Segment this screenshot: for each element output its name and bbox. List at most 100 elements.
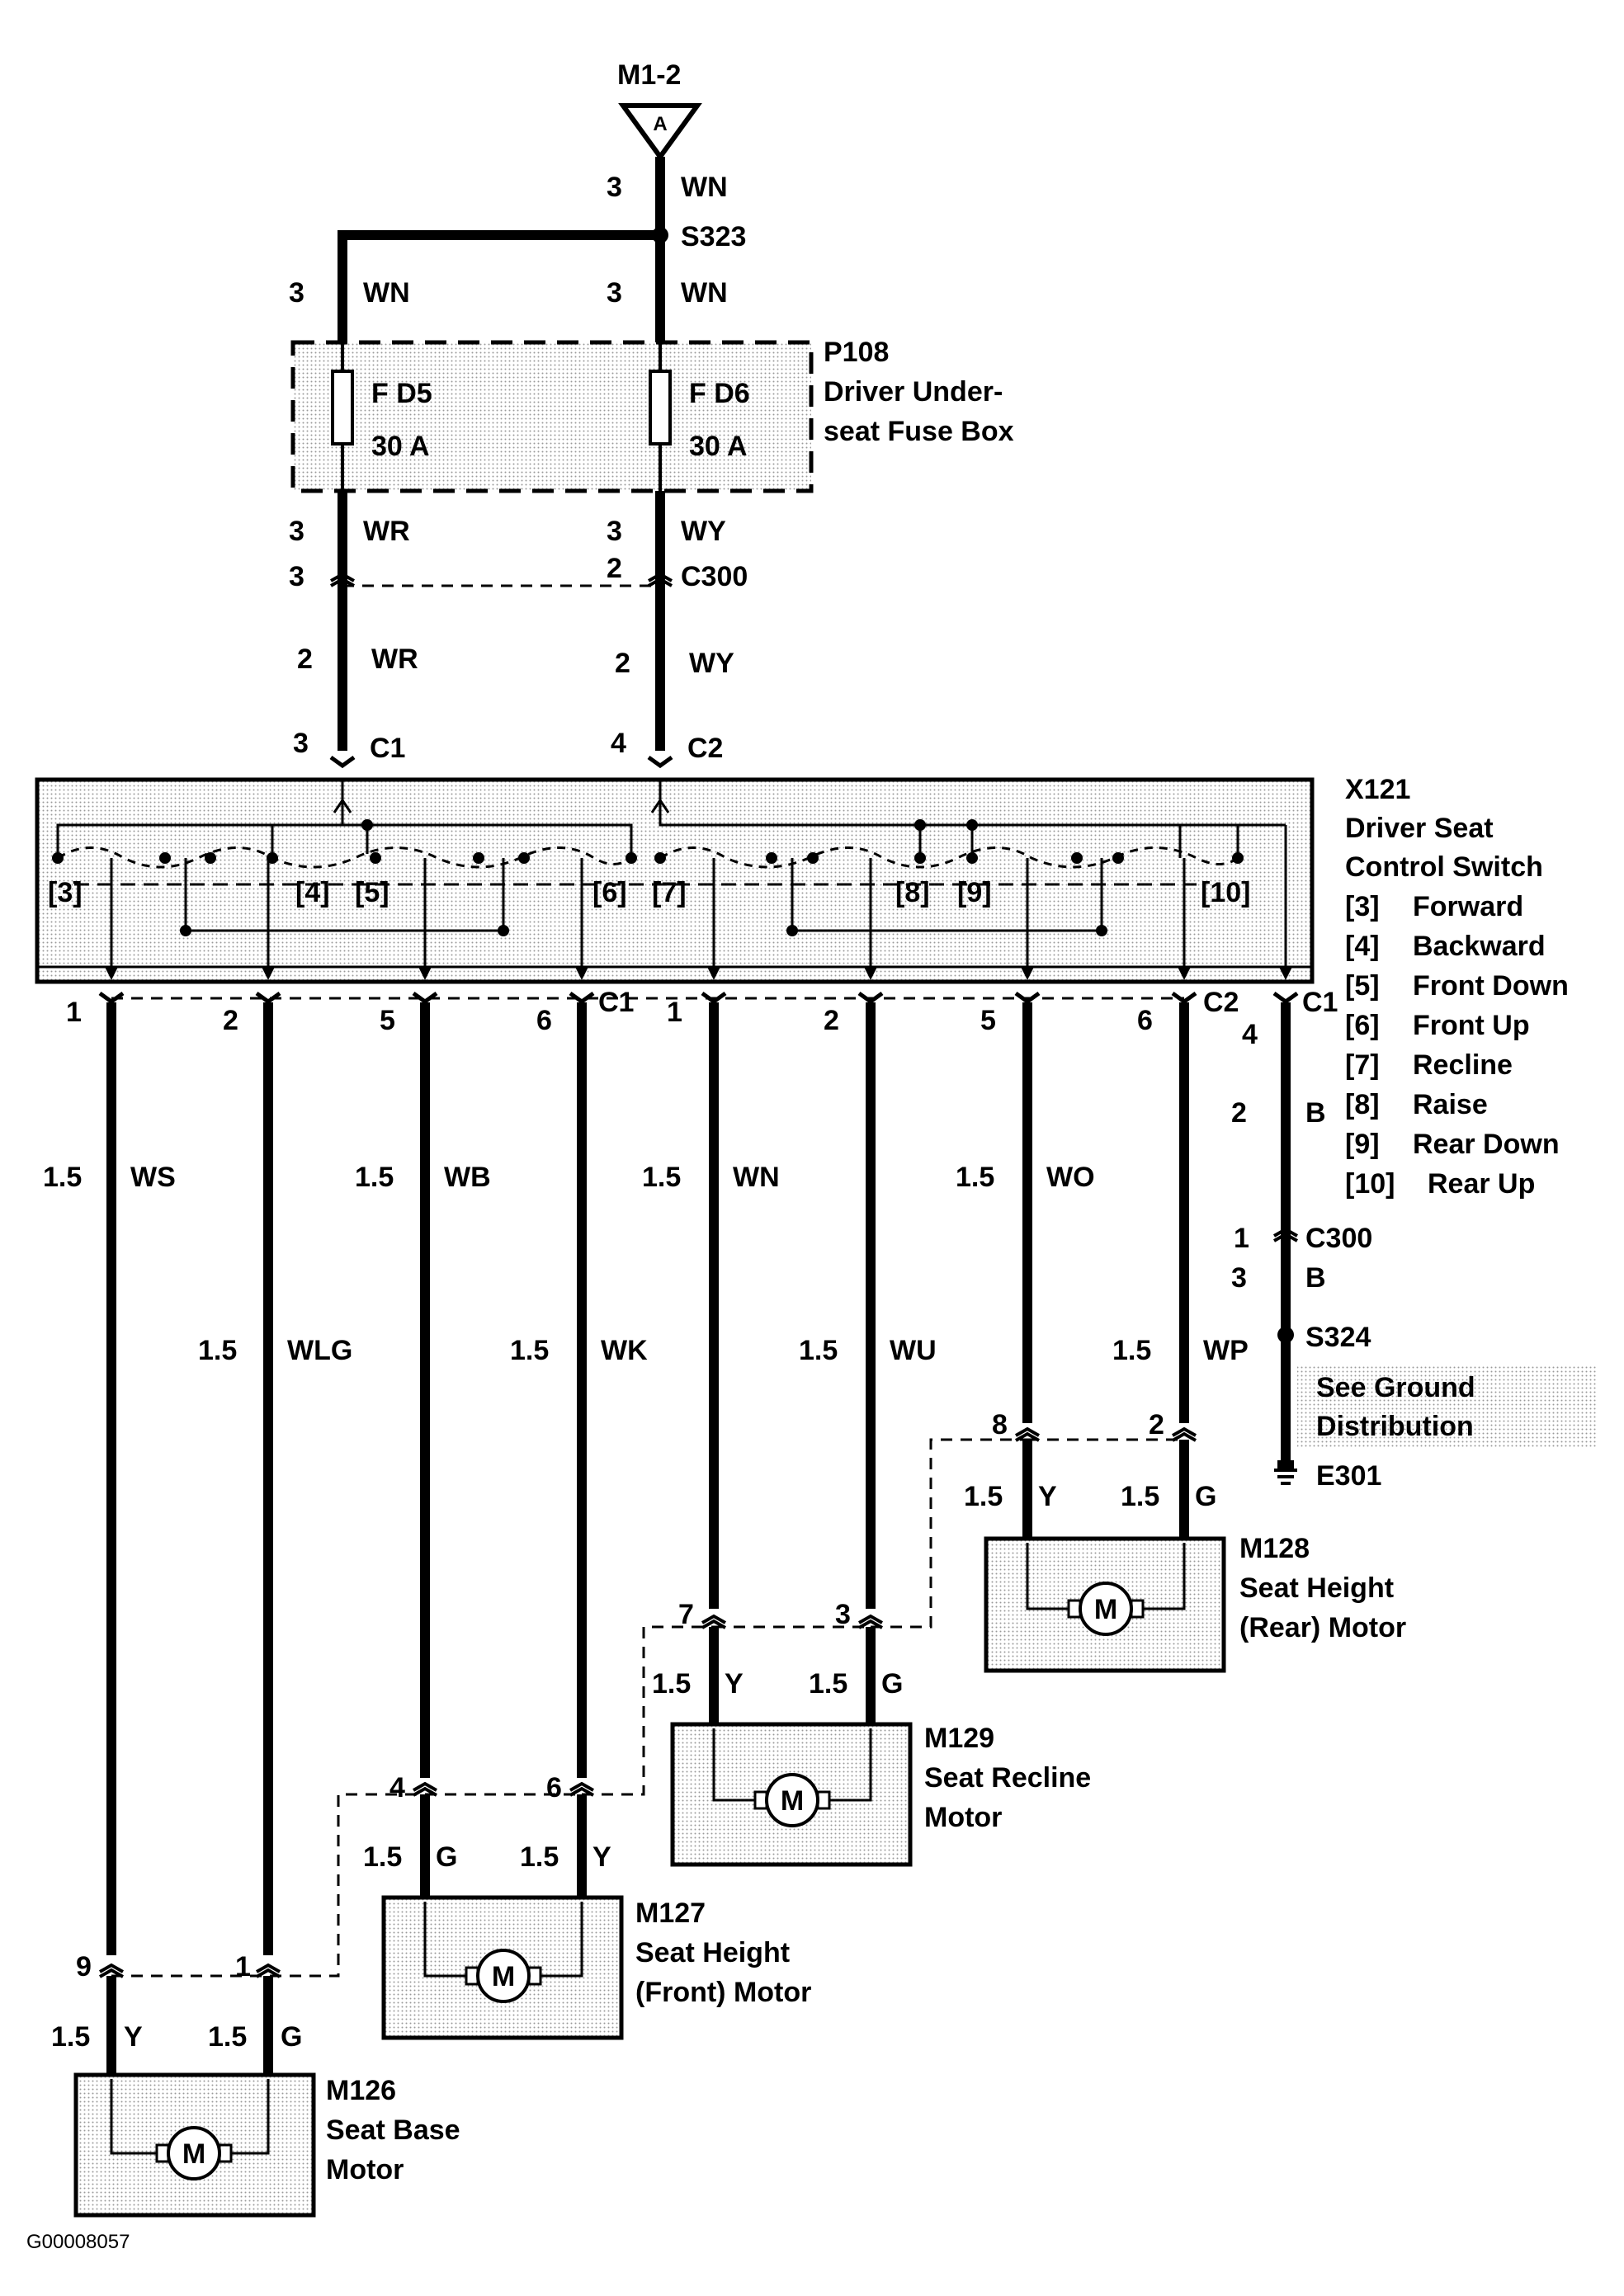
wire-size: 1.5 (198, 1335, 237, 1366)
pin-number: 9 (76, 1951, 92, 1982)
pin-number: 3 (835, 1599, 851, 1630)
wire-color: WR (371, 644, 418, 675)
wire-color: WK (601, 1335, 648, 1366)
pin-number: 8 (992, 1409, 1008, 1440)
wire-size: 3 (607, 172, 622, 203)
wire-color: WS (130, 1162, 176, 1193)
wire-color: Y (1038, 1481, 1057, 1512)
wire-size: 3 (607, 516, 622, 547)
motor-id: M128 (1239, 1533, 1310, 1564)
ground-id: E301 (1316, 1460, 1381, 1492)
pin-number: 5 (980, 1005, 996, 1036)
ground-note: See Ground (1316, 1372, 1475, 1403)
output-connectors (98, 991, 1299, 1005)
fuse-rating: 30 A (689, 431, 748, 462)
pin-number: 4 (611, 728, 626, 759)
fuse-box-id: P108 (824, 337, 889, 368)
wire-color: WN (681, 172, 728, 203)
motor-name: Motor (924, 1802, 1002, 1833)
wire-color: WN (363, 277, 410, 309)
connector-label: C2 (687, 733, 723, 764)
motor-m126: M (73, 1976, 316, 2218)
wire-size: 1.5 (51, 2021, 90, 2053)
wire-color: WY (689, 648, 734, 679)
switch-position: [8] (895, 877, 930, 908)
motor-connector-pins (99, 1426, 1197, 1978)
pin-number: 6 (1137, 1005, 1153, 1036)
wire-size: 3 (289, 277, 304, 309)
wire-size: 1.5 (510, 1335, 549, 1366)
pin-number: 2 (223, 1005, 238, 1036)
motor-id: M129 (924, 1723, 994, 1754)
switch-position: [5] (355, 877, 389, 908)
wire-size: 3 (607, 277, 622, 309)
wire-color: Y (725, 1668, 744, 1700)
fuse-box-p108: F D5 30 A F D6 30 A (290, 340, 814, 493)
wire-size: 2 (615, 648, 630, 679)
motor-id: M127 (635, 1898, 706, 1929)
motor-name: (Rear) Motor (1239, 1612, 1406, 1643)
ground-note: Distribution (1316, 1411, 1474, 1442)
motor-symbol: M (182, 2138, 205, 2170)
motor-symbol: M (492, 1961, 515, 1992)
pin-number: 1 (235, 1951, 251, 1982)
splice-s323 (652, 227, 668, 243)
connector-c300-label: C300 (681, 561, 748, 592)
connector-label: C1 (1302, 987, 1338, 1018)
connector-label: C1 (370, 733, 405, 764)
wire-color: Y (124, 2021, 143, 2053)
switch-input-connectors (329, 755, 673, 769)
wire-size: 3 (289, 516, 304, 547)
wire-color: Y (592, 1841, 611, 1873)
connector-label: C2 (1203, 987, 1239, 1018)
connector-label: C1 (598, 987, 634, 1018)
switch-position: [7] (652, 877, 687, 908)
wire-size: 1.5 (1121, 1481, 1159, 1512)
wire-color: WO (1046, 1162, 1095, 1193)
wire-size: 1.5 (799, 1335, 838, 1366)
wire-color: WU (890, 1335, 937, 1366)
legend-label: Raise (1413, 1089, 1488, 1120)
wire-color: WB (444, 1162, 491, 1193)
switch-position: [6] (592, 877, 627, 908)
wire-color: WR (363, 516, 410, 547)
ground-symbol (1274, 1469, 1297, 1485)
legend-num: [8] (1345, 1089, 1380, 1120)
motor-m127: M (381, 1794, 624, 2040)
legend-num: [5] (1345, 970, 1380, 1002)
wire-size: 1.5 (956, 1162, 994, 1193)
motor-connectors (111, 1438, 1184, 1978)
figure-code: G00008057 (26, 2231, 130, 2253)
wire-color: G (881, 1668, 903, 1700)
wire-color: G (1195, 1481, 1216, 1512)
legend-label: Rear Up (1428, 1168, 1535, 1200)
legend-num: [6] (1345, 1010, 1380, 1041)
control-switch-x121: [3] [4] [5] [6] [7] [8] [9] [10] (35, 777, 1315, 984)
fuse-rating: 30 A (371, 431, 430, 462)
switch-id: X121 (1345, 774, 1410, 805)
pin-number: 1 (66, 997, 82, 1028)
wire-size: 1.5 (520, 1841, 559, 1873)
wire-size: 3 (1231, 1262, 1247, 1294)
ground-branch (1273, 1002, 1596, 1485)
wire-color: WN (681, 277, 728, 309)
pin-number: 3 (289, 561, 304, 592)
wire-size: 1.5 (208, 2021, 247, 2053)
pin-number: 2 (607, 553, 622, 584)
wire-size: 1.5 (43, 1162, 82, 1193)
wire-color: WP (1203, 1335, 1249, 1366)
motor-name: Seat Recline (924, 1762, 1091, 1794)
pin-number: 7 (678, 1599, 694, 1630)
legend-label: Recline (1413, 1049, 1513, 1081)
motor-id: M126 (326, 2075, 396, 2106)
legend-num: [7] (1345, 1049, 1380, 1081)
wire-color: B (1305, 1097, 1326, 1129)
switch-name-2: Control Switch (1345, 851, 1543, 883)
motor-name: (Front) Motor (635, 1977, 811, 2008)
wire-size: 2 (1231, 1097, 1247, 1129)
switch-position: [3] (48, 877, 83, 908)
wire-size: 1.5 (355, 1162, 394, 1193)
motor-m129: M (670, 1627, 913, 1867)
splice-s323-label: S323 (681, 221, 746, 252)
